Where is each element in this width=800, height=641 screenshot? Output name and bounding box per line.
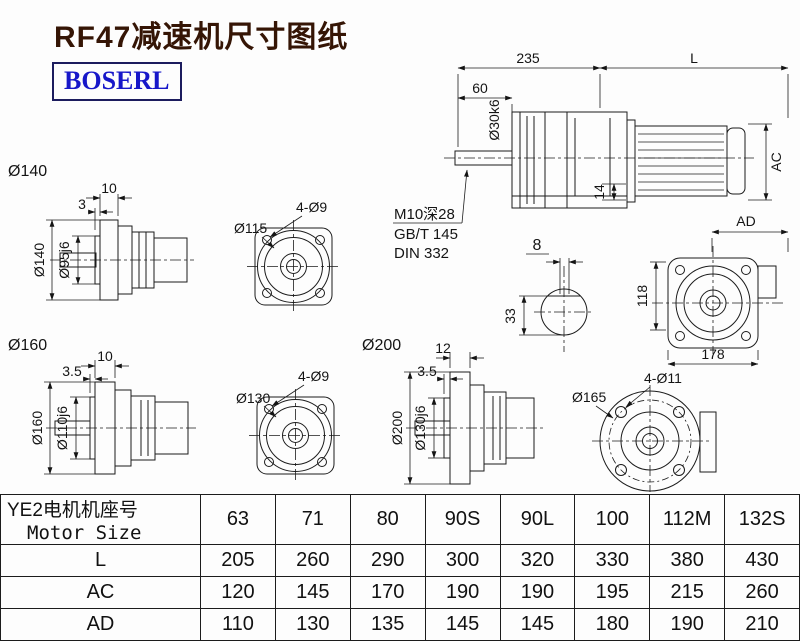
page-title: RF47减速机尺寸图纸 [54,21,349,54]
dim-4xd11: 4-Ø11 [644,370,682,386]
label-dia140: Ø140 [8,163,47,180]
table-cell: 180 [574,608,651,641]
dimension-table: YE2电机机座号 Motor Size 63 71 80 90S 90L 100… [0,494,800,641]
note-din: DIN 332 [394,245,449,262]
table-cell-size: 90L [499,494,576,545]
table-cell: 290 [349,544,426,577]
table-cell: 320 [499,544,576,577]
dim-178: 178 [701,346,725,362]
dim-spigot-130j6: Ø130j6 [412,405,428,450]
dim-dia130: Ø130 [236,390,270,406]
motor-size-label-cn: YE2电机机座号 [7,500,138,521]
row-label: AD [0,608,201,641]
round-flange-165: 4-Ø11 Ø165 [572,370,717,492]
table-cell: 300 [424,544,501,577]
table-row-AC: AC 120 145 170 190 190 195 215 260 [0,576,800,609]
table-row-AD: AD 110 130 135 145 145 180 190 210 [0,608,800,641]
dim-dia160: Ø160 [29,411,45,445]
motor-body-outline [634,125,728,197]
table-cell: 145 [499,608,576,641]
thread-note: M10深28 GB/T 145 DIN 332 [393,169,469,262]
row-label: L [0,544,201,577]
dim-dia115: Ø115 [234,220,267,236]
label-dia200: Ø200 [362,337,401,354]
motor-flange-outline [626,119,636,203]
dim-dia200: Ø200 [389,411,405,445]
table-cell-size: 90S [424,494,501,545]
square-flange-130: 4-Ø9 Ø130 [236,368,342,482]
dim-3: 3 [78,196,86,212]
table-cell: 145 [424,608,501,641]
dim-AD: AD [736,213,755,229]
table-cell: 260 [274,544,351,577]
table-cell: 190 [649,608,726,641]
table-cell-size: 63 [200,494,276,545]
table-cell: 130 [274,608,351,641]
table-cell: 205 [200,544,276,577]
technical-drawing: 235 L 60 Ø30k6 AC 14 AD M10深28 GB/T 145 … [8,50,789,492]
dim-12: 12 [435,340,451,356]
dim-spigot-95j6: Ø95j6 [56,241,72,279]
flange140-view: Ø140 10 3 Ø140 Ø95j6 [8,163,194,301]
table-cell: 260 [724,576,800,609]
table-cell-size: 112M [649,494,726,545]
table-cell: 430 [724,544,800,577]
shaft-key-section: 8 33 [502,237,594,352]
table-cell: 380 [649,544,726,577]
dim-10: 10 [101,180,117,196]
body-edge-outline [699,411,717,473]
dim-dia165: Ø165 [572,389,606,405]
dim-L: L [690,50,698,66]
table-cell: 215 [649,576,726,609]
table-cell-size: 80 [349,494,426,545]
dim-235: 235 [516,50,540,66]
fan-cowl-outline [726,127,746,195]
rear-view: 118 178 [634,246,784,367]
square-flange-115: 4-Ø9 Ø115 [234,199,340,313]
dim-4xd9: 4-Ø9 [296,199,327,215]
note-gbt: GB/T 145 [394,226,458,243]
dim-33: 33 [502,308,518,324]
row-label: AC [0,576,201,609]
table-cell: 110 [200,608,276,641]
flange160-view: Ø160 10 3.5 Ø160 Ø110j6 [8,337,196,475]
dim-4xd9: 4-Ø9 [298,368,329,384]
table-cell: 210 [724,608,800,641]
dim-3-5: 3.5 [417,363,437,379]
table-row-motor-size: YE2电机机座号 Motor Size 63 71 80 90S 90L 100… [0,494,800,545]
assembly-side-view [444,111,754,209]
table-cell: 190 [499,576,576,609]
assembly-dimensions: 235 L 60 Ø30k6 AC 14 AD [457,50,789,252]
table-cell-size: 132S [724,494,800,545]
dim-AC: AC [768,152,784,171]
table-cell: 195 [574,576,651,609]
dim-spigot-110j6: Ø110j6 [54,406,70,450]
dim-8: 8 [533,237,542,254]
terminal-box-outline [757,265,777,299]
brand-logo: BOSERL [52,62,182,102]
label-dia160: Ø160 [8,337,47,354]
input-shaft-outline [454,150,513,166]
dim-10: 10 [97,348,113,364]
table-cell: 190 [424,576,501,609]
table-row-L: L 205 260 290 300 320 330 380 430 [0,544,800,577]
table-cell: 330 [574,544,651,577]
dim-shaft-diameter: Ø30k6 [486,99,502,140]
table-cell-size: 100 [574,494,651,545]
flange200-view: Ø200 12 3.5 Ø200 Ø130j6 [362,337,544,485]
dim-dia140: Ø140 [31,243,47,277]
table-cell: 120 [200,576,276,609]
table-cell: 145 [274,576,351,609]
dim-14: 14 [591,184,607,200]
motor-size-header-cell: YE2电机机座号 Motor Size [0,494,201,545]
motor-size-label-en: Motor Size [27,522,142,544]
dim-60: 60 [472,80,488,96]
note-m10: M10深28 [394,206,455,223]
table-cell-size: 71 [274,494,351,545]
table-cell: 135 [349,608,426,641]
dim-3-5: 3.5 [62,363,82,379]
dim-118: 118 [634,285,650,308]
table-cell: 170 [349,576,426,609]
